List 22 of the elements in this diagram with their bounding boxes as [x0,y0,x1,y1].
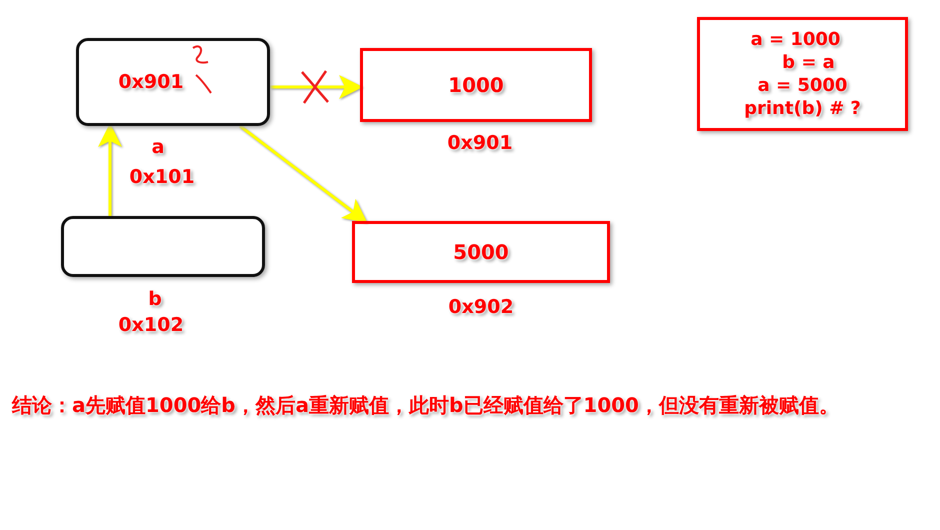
code-box [697,17,908,131]
code-line: a = 5000 [758,74,848,97]
code-line: b = a [782,51,835,74]
arrow [239,124,368,223]
conclusion-text: 结论：a先赋值1000给b，然后a重新赋值，此时b已经赋值给了1000，但没有重新被赋值。 [12,393,839,417]
variable-box [76,38,270,126]
address-label: 0x902 [448,296,514,318]
arrow [270,75,363,99]
code-line: print(b) # ? [744,97,861,120]
address-text: 0x901 [118,70,184,94]
arrow [98,123,122,216]
address-label: 0x901 [447,132,513,154]
variable-box [61,216,265,277]
value-text: 1000 [448,72,504,98]
variable-name: b [148,288,162,310]
value-box [352,221,610,283]
value-text: 5000 [453,240,509,264]
address-label: 0x101 [129,166,195,188]
variable-name: a [152,136,164,158]
address-label: 0x102 [118,314,184,336]
code-line: a = 1000 [750,28,840,51]
value-box [360,48,592,122]
